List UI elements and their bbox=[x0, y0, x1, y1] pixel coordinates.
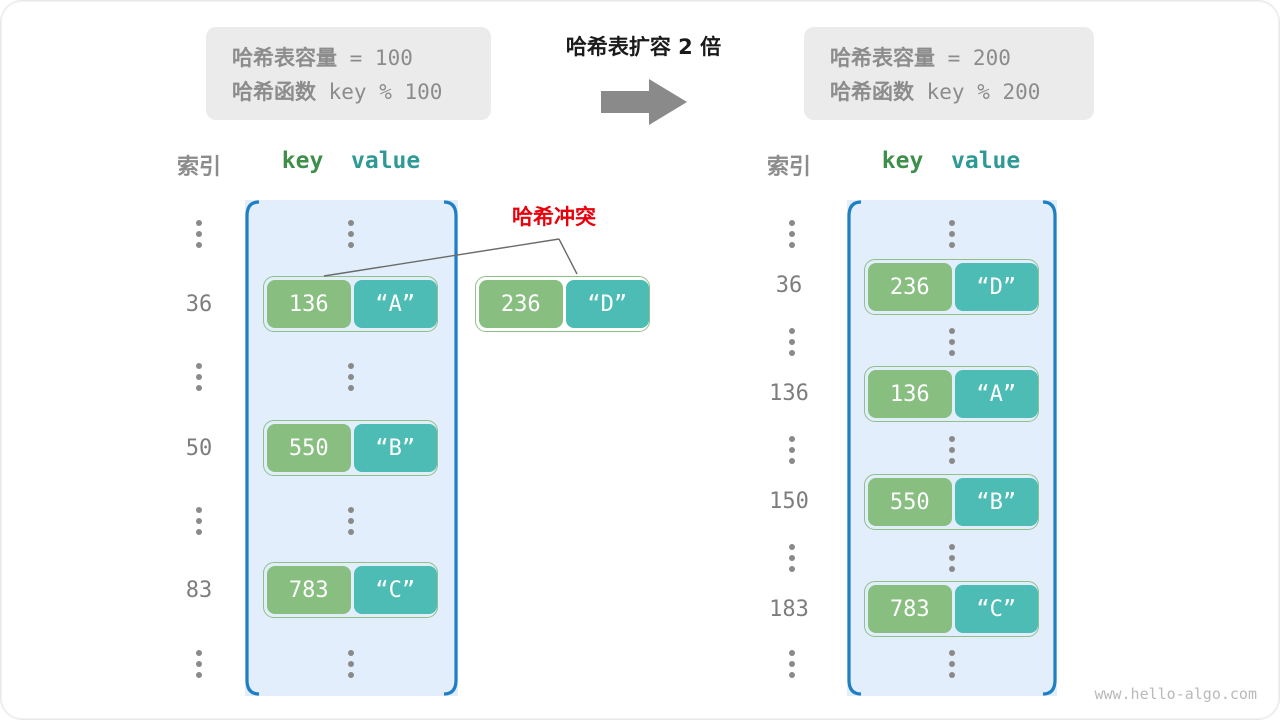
right-header-value: value bbox=[951, 148, 1021, 174]
row-key: 236 bbox=[868, 263, 952, 311]
left-slot-ellipsis bbox=[341, 650, 361, 678]
row-value: “C” bbox=[954, 585, 1038, 633]
transition-title: 哈希表扩容 2 倍 bbox=[565, 35, 722, 59]
row-key: 783 bbox=[868, 585, 952, 633]
left-header-key: key bbox=[281, 148, 324, 174]
capacity-expr-after: = 200 bbox=[935, 46, 1011, 70]
capacity-expr-before: = 100 bbox=[337, 46, 413, 70]
table-row: 783 “C” bbox=[864, 581, 1039, 637]
right-index-label: 136 bbox=[769, 381, 809, 406]
left-slot-ellipsis bbox=[341, 507, 361, 535]
function-expr-before: key % 100 bbox=[316, 80, 443, 104]
row-value: “B” bbox=[353, 424, 437, 472]
right-slot-ellipsis bbox=[942, 650, 962, 678]
right-index-label: 183 bbox=[769, 597, 809, 622]
collision-label: 哈希冲突 bbox=[512, 205, 596, 229]
right-slot-ellipsis bbox=[942, 328, 962, 356]
capacity-line-after: 哈希表容量 = 200 bbox=[830, 41, 1068, 75]
table-row: 136 “A” bbox=[864, 366, 1039, 422]
row-value: “A” bbox=[353, 280, 437, 328]
left-index-ellipsis bbox=[189, 650, 209, 678]
left-index-label: 83 bbox=[185, 578, 213, 603]
right-header-key: key bbox=[881, 148, 924, 174]
overflow-entry-row: 236 “D” bbox=[475, 276, 650, 332]
function-label-before: 哈希函数 bbox=[232, 80, 316, 104]
left-slot-ellipsis bbox=[341, 363, 361, 391]
capacity-line-before: 哈希表容量 = 100 bbox=[232, 41, 465, 75]
table-row: 550 “B” bbox=[263, 420, 438, 476]
row-key: 136 bbox=[267, 280, 351, 328]
left-index-ellipsis bbox=[189, 507, 209, 535]
capacity-label-before: 哈希表容量 bbox=[232, 46, 337, 70]
overflow-key: 236 bbox=[479, 280, 563, 328]
right-index-ellipsis bbox=[782, 650, 802, 678]
right-index-ellipsis bbox=[782, 436, 802, 464]
row-value: “B” bbox=[954, 478, 1038, 526]
table-row: 136 “A” bbox=[263, 276, 438, 332]
function-label-after: 哈希函数 bbox=[830, 80, 914, 104]
right-index-ellipsis bbox=[782, 328, 802, 356]
left-index-ellipsis bbox=[189, 220, 209, 248]
overflow-value: “D” bbox=[565, 280, 649, 328]
right-header-keyvalue: key value bbox=[841, 148, 1061, 174]
left-header-index: 索引 bbox=[176, 155, 221, 180]
row-value: “A” bbox=[954, 370, 1038, 418]
right-header-sep bbox=[923, 148, 951, 174]
info-box-before: 哈希表容量 = 100 哈希函数 key % 100 bbox=[206, 27, 491, 120]
left-header-keyvalue: key value bbox=[241, 148, 461, 174]
row-key: 136 bbox=[868, 370, 952, 418]
left-index-ellipsis bbox=[189, 363, 209, 391]
row-key: 783 bbox=[267, 566, 351, 614]
function-line-before: 哈希函数 key % 100 bbox=[232, 75, 465, 109]
row-value: “C” bbox=[353, 566, 437, 614]
watermark: www.hello-algo.com bbox=[1094, 685, 1257, 703]
right-arrow-icon bbox=[601, 79, 687, 125]
function-line-after: 哈希函数 key % 200 bbox=[830, 75, 1068, 109]
table-row: 236 “D” bbox=[864, 259, 1039, 315]
left-index-label: 36 bbox=[185, 292, 213, 317]
left-header-value: value bbox=[351, 148, 421, 174]
row-value: “D” bbox=[954, 263, 1038, 311]
capacity-label-after: 哈希表容量 bbox=[830, 46, 935, 70]
row-key: 550 bbox=[267, 424, 351, 472]
right-index-ellipsis bbox=[782, 220, 802, 248]
right-index-ellipsis bbox=[782, 544, 802, 572]
function-expr-after: key % 200 bbox=[914, 80, 1041, 104]
right-index-label: 36 bbox=[775, 273, 803, 298]
table-row: 550 “B” bbox=[864, 474, 1039, 530]
info-box-after: 哈希表容量 = 200 哈希函数 key % 200 bbox=[804, 27, 1094, 120]
table-row: 783 “C” bbox=[263, 562, 438, 618]
right-slot-ellipsis bbox=[942, 220, 962, 248]
left-index-label: 50 bbox=[185, 436, 213, 461]
left-header-sep bbox=[323, 148, 351, 174]
right-header-index: 索引 bbox=[766, 155, 811, 180]
row-key: 550 bbox=[868, 478, 952, 526]
right-index-label: 150 bbox=[769, 489, 809, 514]
left-slot-ellipsis bbox=[341, 220, 361, 248]
right-slot-ellipsis bbox=[942, 544, 962, 572]
right-slot-ellipsis bbox=[942, 436, 962, 464]
